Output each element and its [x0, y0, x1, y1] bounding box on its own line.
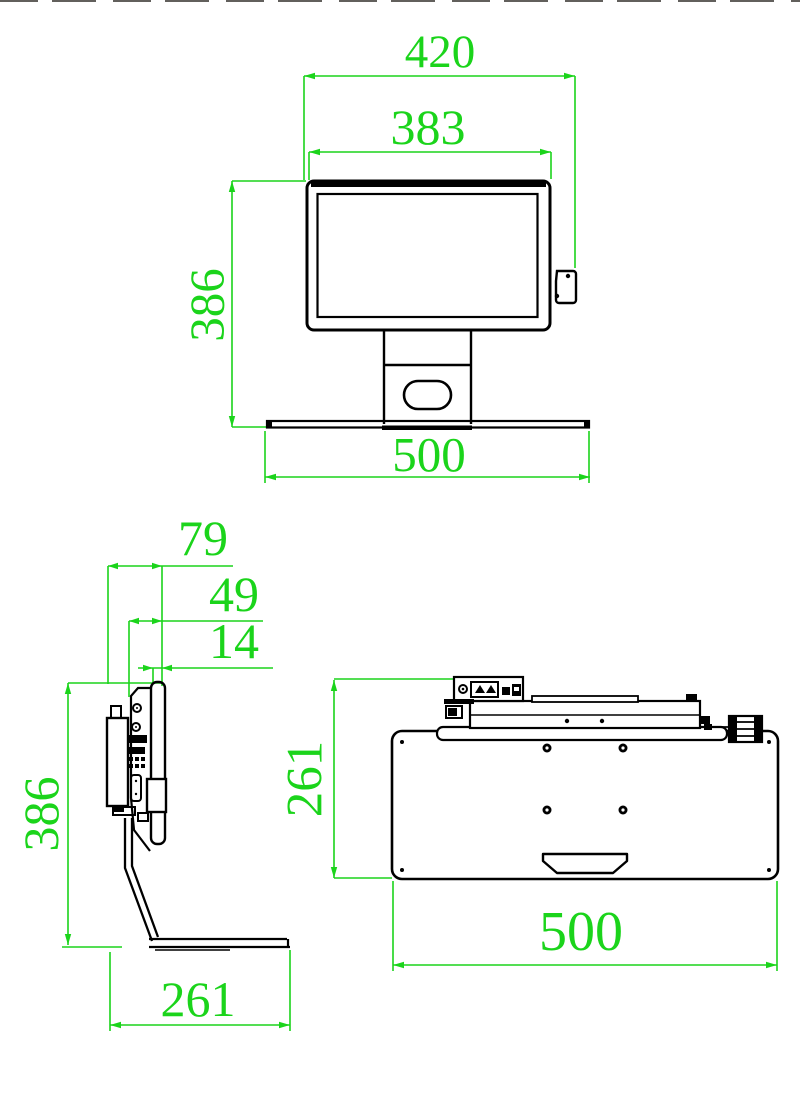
stand-front: [265, 331, 591, 431]
back-cover: [129, 686, 151, 852]
rear-view: [330, 675, 780, 971]
cropped-text-remnant: [0, 0, 800, 2]
base-plate-side: [149, 937, 290, 949]
mount-assembly-rear: [468, 694, 729, 730]
handle-cutout: [541, 852, 629, 875]
front-view: [228, 72, 591, 483]
dim-side-depth-total: 79: [178, 510, 228, 566]
mount-bracket: [145, 777, 168, 814]
external-box-side: [105, 705, 130, 812]
dim-side-height: 386: [13, 776, 69, 852]
io-connector-box-rear: [444, 675, 525, 719]
screen: [316, 192, 539, 319]
dim-rear-width: 500: [539, 901, 623, 963]
card-reader-front: [554, 269, 578, 305]
dim-side-base-depth: 261: [160, 971, 236, 1027]
dim-rear-depth: 261: [277, 740, 334, 818]
dim-side-depth-front: 14: [209, 613, 259, 669]
side-dimension-arrows: [64, 562, 290, 1029]
monitor-front: [305, 179, 552, 332]
rear-dimension-arrows: [330, 680, 777, 969]
rear-dimension-lines: [333, 678, 778, 971]
dim-side-depth-mid: 49: [209, 566, 259, 622]
side-dimension-lines: [62, 565, 291, 1031]
front-dimension-lines: [231, 75, 590, 483]
base-plate-rear: [390, 729, 780, 881]
vesa-screws: [542, 743, 628, 815]
dsub-connector: [130, 774, 142, 802]
dim-front-base-width: 500: [392, 427, 466, 482]
monitor-side-profile: [128, 680, 168, 852]
dim-front-height: 386: [179, 268, 235, 342]
card-reader-rear: [727, 714, 764, 744]
stand-side: [112, 806, 290, 951]
side-connectors: [128, 735, 147, 768]
dim-front-screen-width: 383: [390, 99, 466, 155]
usb-port: [502, 687, 510, 695]
front-dimension-arrows: [228, 72, 590, 481]
stand-column: [382, 331, 473, 424]
screen-slab: [149, 680, 167, 846]
terminal-block: [470, 681, 499, 698]
cable-hole: [402, 379, 453, 411]
power-connector: [458, 684, 468, 694]
stand-leg: [123, 818, 160, 942]
dim-front-overall-width: 420: [404, 26, 476, 78]
side-view: [62, 562, 291, 1031]
